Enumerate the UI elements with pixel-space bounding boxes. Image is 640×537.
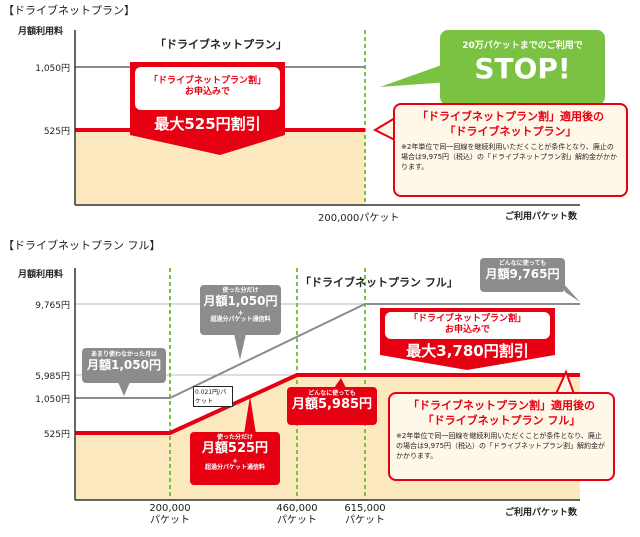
after-heading: 「ドライブネットプラン割」適用後の (417, 110, 604, 123)
xtick-unit: パケット (277, 515, 317, 526)
chart-1-title: 【ドライブネットプラン】 (3, 4, 135, 17)
chart-2-ylabel: 月額利用料 (18, 270, 64, 280)
callout-big: 月額525円 (201, 440, 269, 456)
discount-usage-callout: 使った分だけ 月額525円 + 超過分パケット通信料 (190, 432, 280, 485)
chart-2-xlabel: ご利用パケット数 (505, 508, 578, 518)
discount-box-2: 「ドライブネットプラン割」 お申込みで (385, 312, 550, 339)
rused-callout-tail (244, 396, 256, 434)
used-callout-tail (234, 334, 246, 360)
chart-2-ytick: 5,985円 (35, 372, 70, 382)
max-callout-tail (562, 282, 580, 302)
callout-big: 月額1,050円 (203, 293, 278, 308)
chart-1-xtick: 200,000パケット (318, 213, 400, 224)
xtick-unit: パケット (150, 515, 190, 526)
after-callout-2: 「ドライブネットプラン割」適用後の 「ドライブネットプラン フル」 ※2年単位で… (388, 392, 615, 481)
after-heading: 「ドライブネットプラン」 (444, 125, 577, 138)
callout-plus: + (232, 456, 238, 465)
low-usage-callout: あまり使わなかった月は 月額1,050円 (82, 348, 166, 383)
callout-text: 使った分だけ (216, 434, 253, 441)
xtick-unit: パケット (345, 515, 385, 526)
discount-amount-1: 最大525円割引 (154, 115, 261, 133)
after-callout-1: 「ドライブネットプラン割」適用後の 「ドライブネットプラン」 ※2年単位で同一回… (393, 103, 628, 197)
discount-series-line (75, 373, 580, 435)
discount-text: 「ドライブネットプラン割」 (148, 76, 266, 86)
chart-2-ytick: 525円 (43, 430, 70, 440)
chart-2-ytick: 9,765円 (35, 301, 70, 311)
rmax-callout-tail (334, 378, 346, 388)
chart-2-title: 【ドライブネットプラン フル】 (3, 239, 161, 252)
callout-big: 月額5,985円 (291, 396, 373, 412)
chart-1-ylabel: 月額利用料 (18, 27, 64, 37)
discount-text: 「ドライブネットプラン割」 (408, 314, 526, 324)
usage-based-callout: 使った分だけ 月額1,050円 + 超過分パケット通信料 (200, 285, 281, 335)
discount-max-callout: どんなに使っても 月額5,985円 (287, 387, 377, 425)
stop-big: STOP! (474, 52, 571, 85)
callout-big: 月額9,765円 (485, 266, 560, 281)
max-callout: どんなに使っても 月額9,765円 (480, 258, 565, 292)
callout-big: 月額1,050円 (87, 357, 161, 372)
callout-text: 超過分パケット通信料 (210, 315, 271, 323)
plan-series-line (75, 303, 580, 399)
chart-1-ytick: 1,050円 (35, 64, 70, 74)
discount-text: お申込みで (184, 87, 230, 97)
stop-text: 20万パケットまでのご利用で (462, 41, 583, 51)
chart-1-xlabel: ご利用パケット数 (505, 212, 578, 222)
callout-text: 超過分パケット通信料 (204, 463, 265, 471)
discount-amount-2: 最大3,780円割引 (406, 342, 529, 360)
discount-box-1: 「ドライブネットプラン割」 お申込みで (135, 67, 280, 110)
callout-text: どんなに使っても (498, 260, 547, 267)
after-callout-1-tail (372, 116, 396, 142)
callout-plus: + (237, 308, 244, 317)
callout-text: どんなに使っても (308, 390, 356, 397)
chart-1-marks (74, 30, 580, 206)
callout-text: 使った分だけ (222, 287, 259, 294)
xtick-value: 615,000 (344, 503, 386, 514)
chart-2-ytick: 1,050円 (35, 395, 70, 405)
stop-callout: 20万パケットまでのご利用で STOP! (440, 30, 605, 105)
xtick-value: 460,000 (276, 503, 318, 514)
after-note: ※2年単位で同一回線を継続利用いただくことが条件となり、廃止の場合は9,975円… (396, 432, 606, 460)
after-heading: 「ドライブネットプラン フル」 (422, 414, 581, 427)
stop-callout-tail (380, 62, 450, 87)
discount-text: お申込みで (444, 325, 490, 335)
chart-1-plan-label: 「ドライブネットプラン」 (155, 38, 287, 51)
chart-1-ytick: 525円 (43, 127, 70, 137)
after-note: ※2年単位で同一回線を継続利用いただくことが条件となり、廃止の場合は9,975円… (401, 143, 618, 171)
low-callout-tail (118, 382, 130, 396)
after-heading: 「ドライブネットプラン割」適用後の (408, 399, 595, 412)
rate-label: 0.021円/パケット (193, 386, 233, 407)
xtick-value: 200,000 (149, 503, 191, 514)
callout-text: あまり使わなかった月は (90, 351, 157, 358)
chart-2-plan-label: 「ドライブネットプラン フル」 (300, 276, 458, 289)
discount-area-fill (75, 130, 365, 205)
